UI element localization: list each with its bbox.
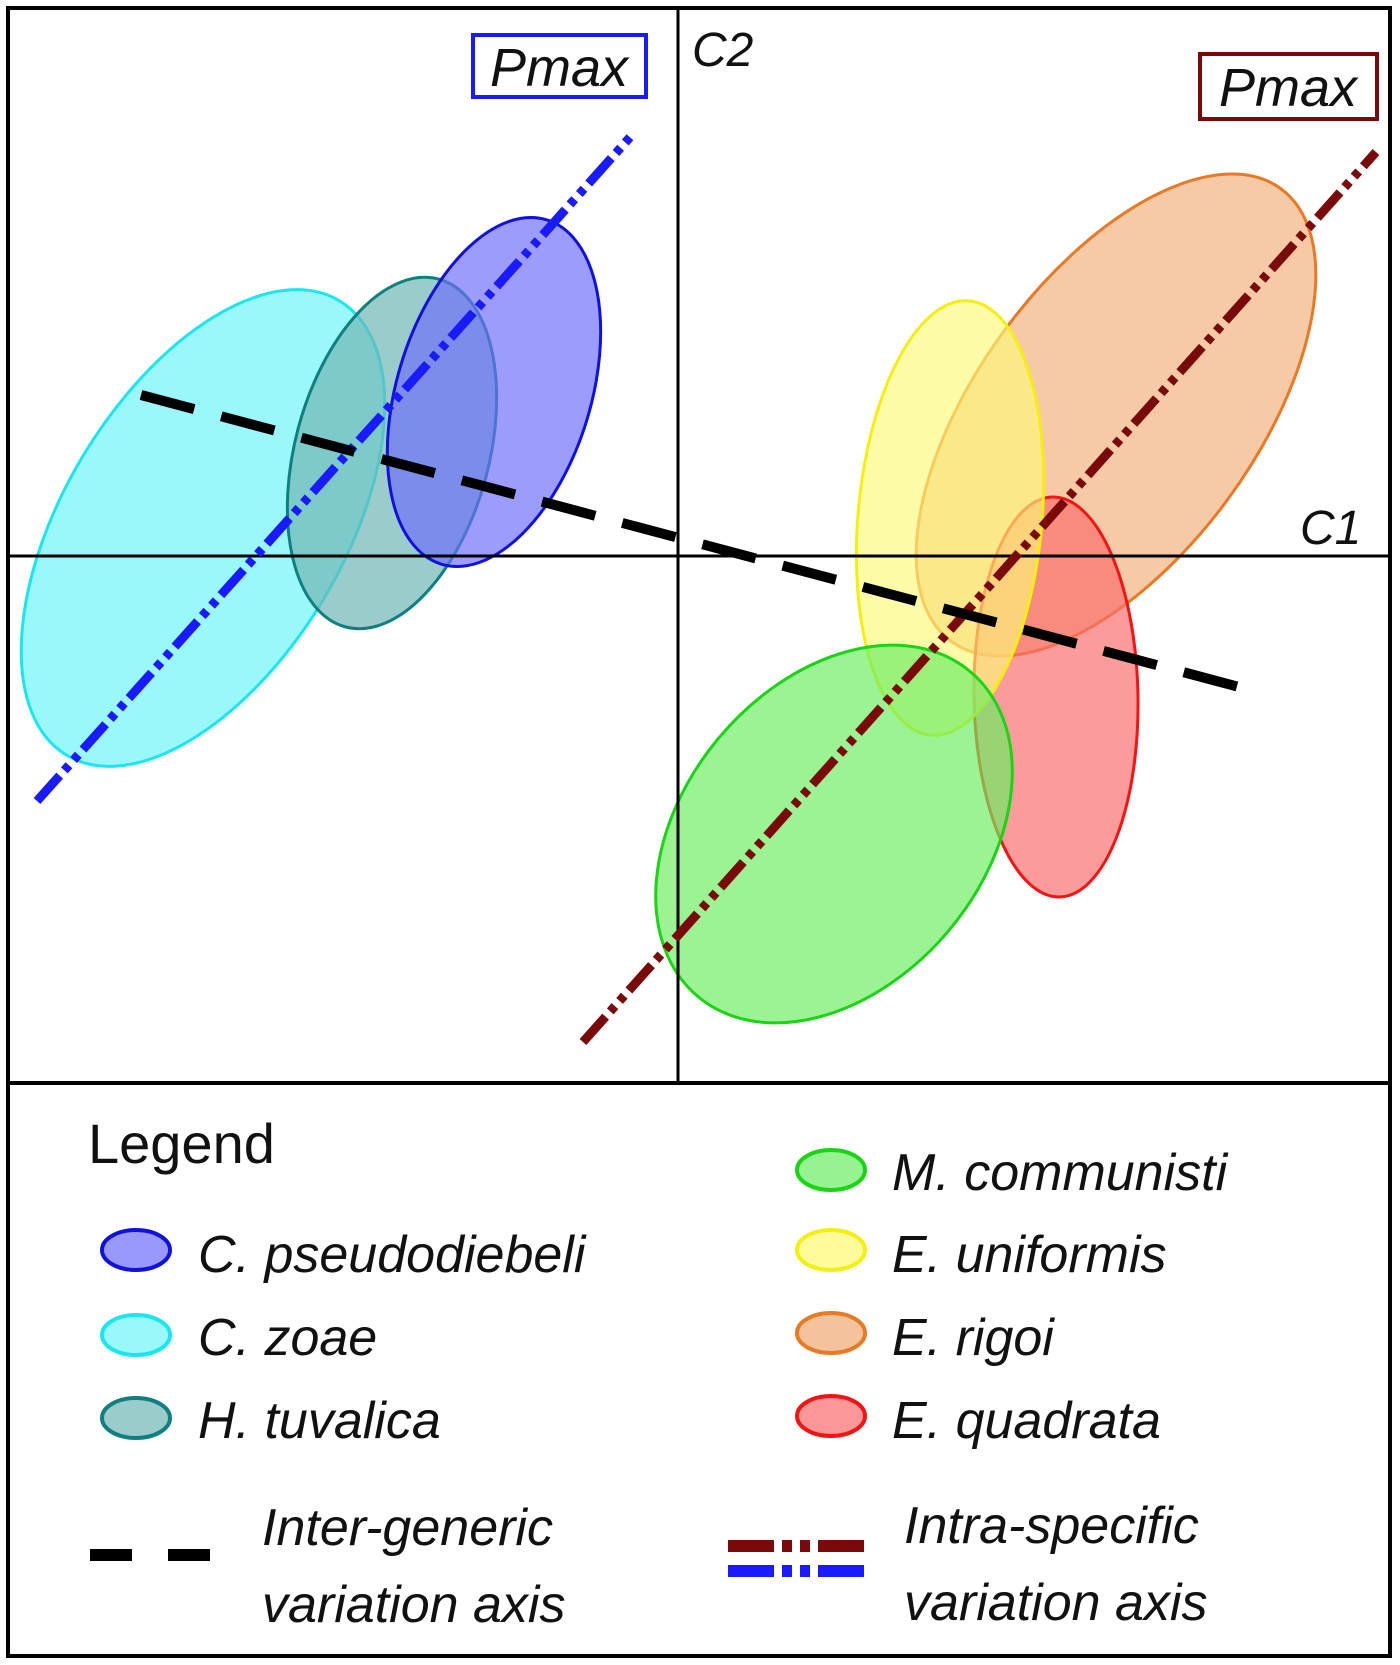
- legend-swatch-m-communisti: [795, 1148, 867, 1192]
- axis-c2-label: C2: [692, 24, 753, 77]
- legend-item-m-communisti: M. communisti: [795, 1144, 1229, 1202]
- legend-item-c-zoae: C. zoae: [100, 1309, 377, 1367]
- legend-swatch-h-tuvalica: [100, 1396, 172, 1440]
- legend-swatch-c-pseudodiebeli: [100, 1228, 172, 1272]
- ellipse-m-communisti: [654, 643, 1014, 1025]
- legend-item-intra-specific: Intra-specific variation axis: [728, 1497, 1207, 1632]
- legend-item-e-quadrata: E. quadrata: [795, 1392, 1161, 1450]
- legend-label-e-rigoi: E. rigoi: [892, 1309, 1055, 1367]
- legend-label-e-uniformis: E. uniformis: [892, 1226, 1167, 1284]
- ellipse-c-pseudodiebeli: [385, 216, 603, 568]
- legend-label-c-pseudodiebeli: C. pseudodiebeli: [198, 1226, 587, 1284]
- legend-label-e-quadrata: E. quadrata: [892, 1392, 1161, 1450]
- axis-c1-label: C1: [1300, 502, 1361, 555]
- inter-generic-axis: [139, 390, 1260, 697]
- legend-label-inter-generic-line2: variation axis: [262, 1576, 565, 1634]
- legend-label-inter-generic-line1: Inter-generic: [262, 1499, 553, 1557]
- pmax-right-box: [1198, 52, 1379, 121]
- legend-label-intra-specific-line2: variation axis: [904, 1574, 1207, 1632]
- legend-label-m-communisti: M. communisti: [892, 1144, 1229, 1202]
- pmax-right-label: Pmax: [1219, 58, 1359, 118]
- legend-panel: Legend C. pseudodiebeli C. zoae H. tuval…: [88, 1112, 1229, 1634]
- intra-specific-axis-blue: [33, 132, 636, 804]
- legend-swatch-c-zoae: [100, 1313, 172, 1357]
- outer-frame: [6, 6, 1392, 1658]
- plot-panel: C2 C1 Pmax Pmax: [8, 8, 1390, 1083]
- pmax-left-box: [471, 33, 648, 99]
- intra-specific-axis-red: [579, 149, 1380, 1045]
- legend-label-c-zoae: C. zoae: [198, 1309, 377, 1367]
- legend-item-c-pseudodiebeli: C. pseudodiebeli: [100, 1226, 587, 1284]
- legend-swatch-e-uniformis: [795, 1228, 867, 1272]
- legend-label-h-tuvalica: H. tuvalica: [198, 1392, 441, 1450]
- legend-item-e-rigoi: E. rigoi: [795, 1309, 1055, 1367]
- legend-swatch-e-rigoi: [795, 1311, 867, 1355]
- pmax-left-label: Pmax: [490, 38, 630, 98]
- legend-title: Legend: [88, 1112, 275, 1175]
- legend-item-h-tuvalica: H. tuvalica: [100, 1392, 441, 1450]
- legend-item-e-uniformis: E. uniformis: [795, 1226, 1167, 1284]
- legend-label-intra-specific-line1: Intra-specific: [904, 1497, 1199, 1555]
- legend-item-inter-generic: Inter-generic variation axis: [90, 1499, 565, 1634]
- legend-swatch-e-quadrata: [795, 1394, 867, 1438]
